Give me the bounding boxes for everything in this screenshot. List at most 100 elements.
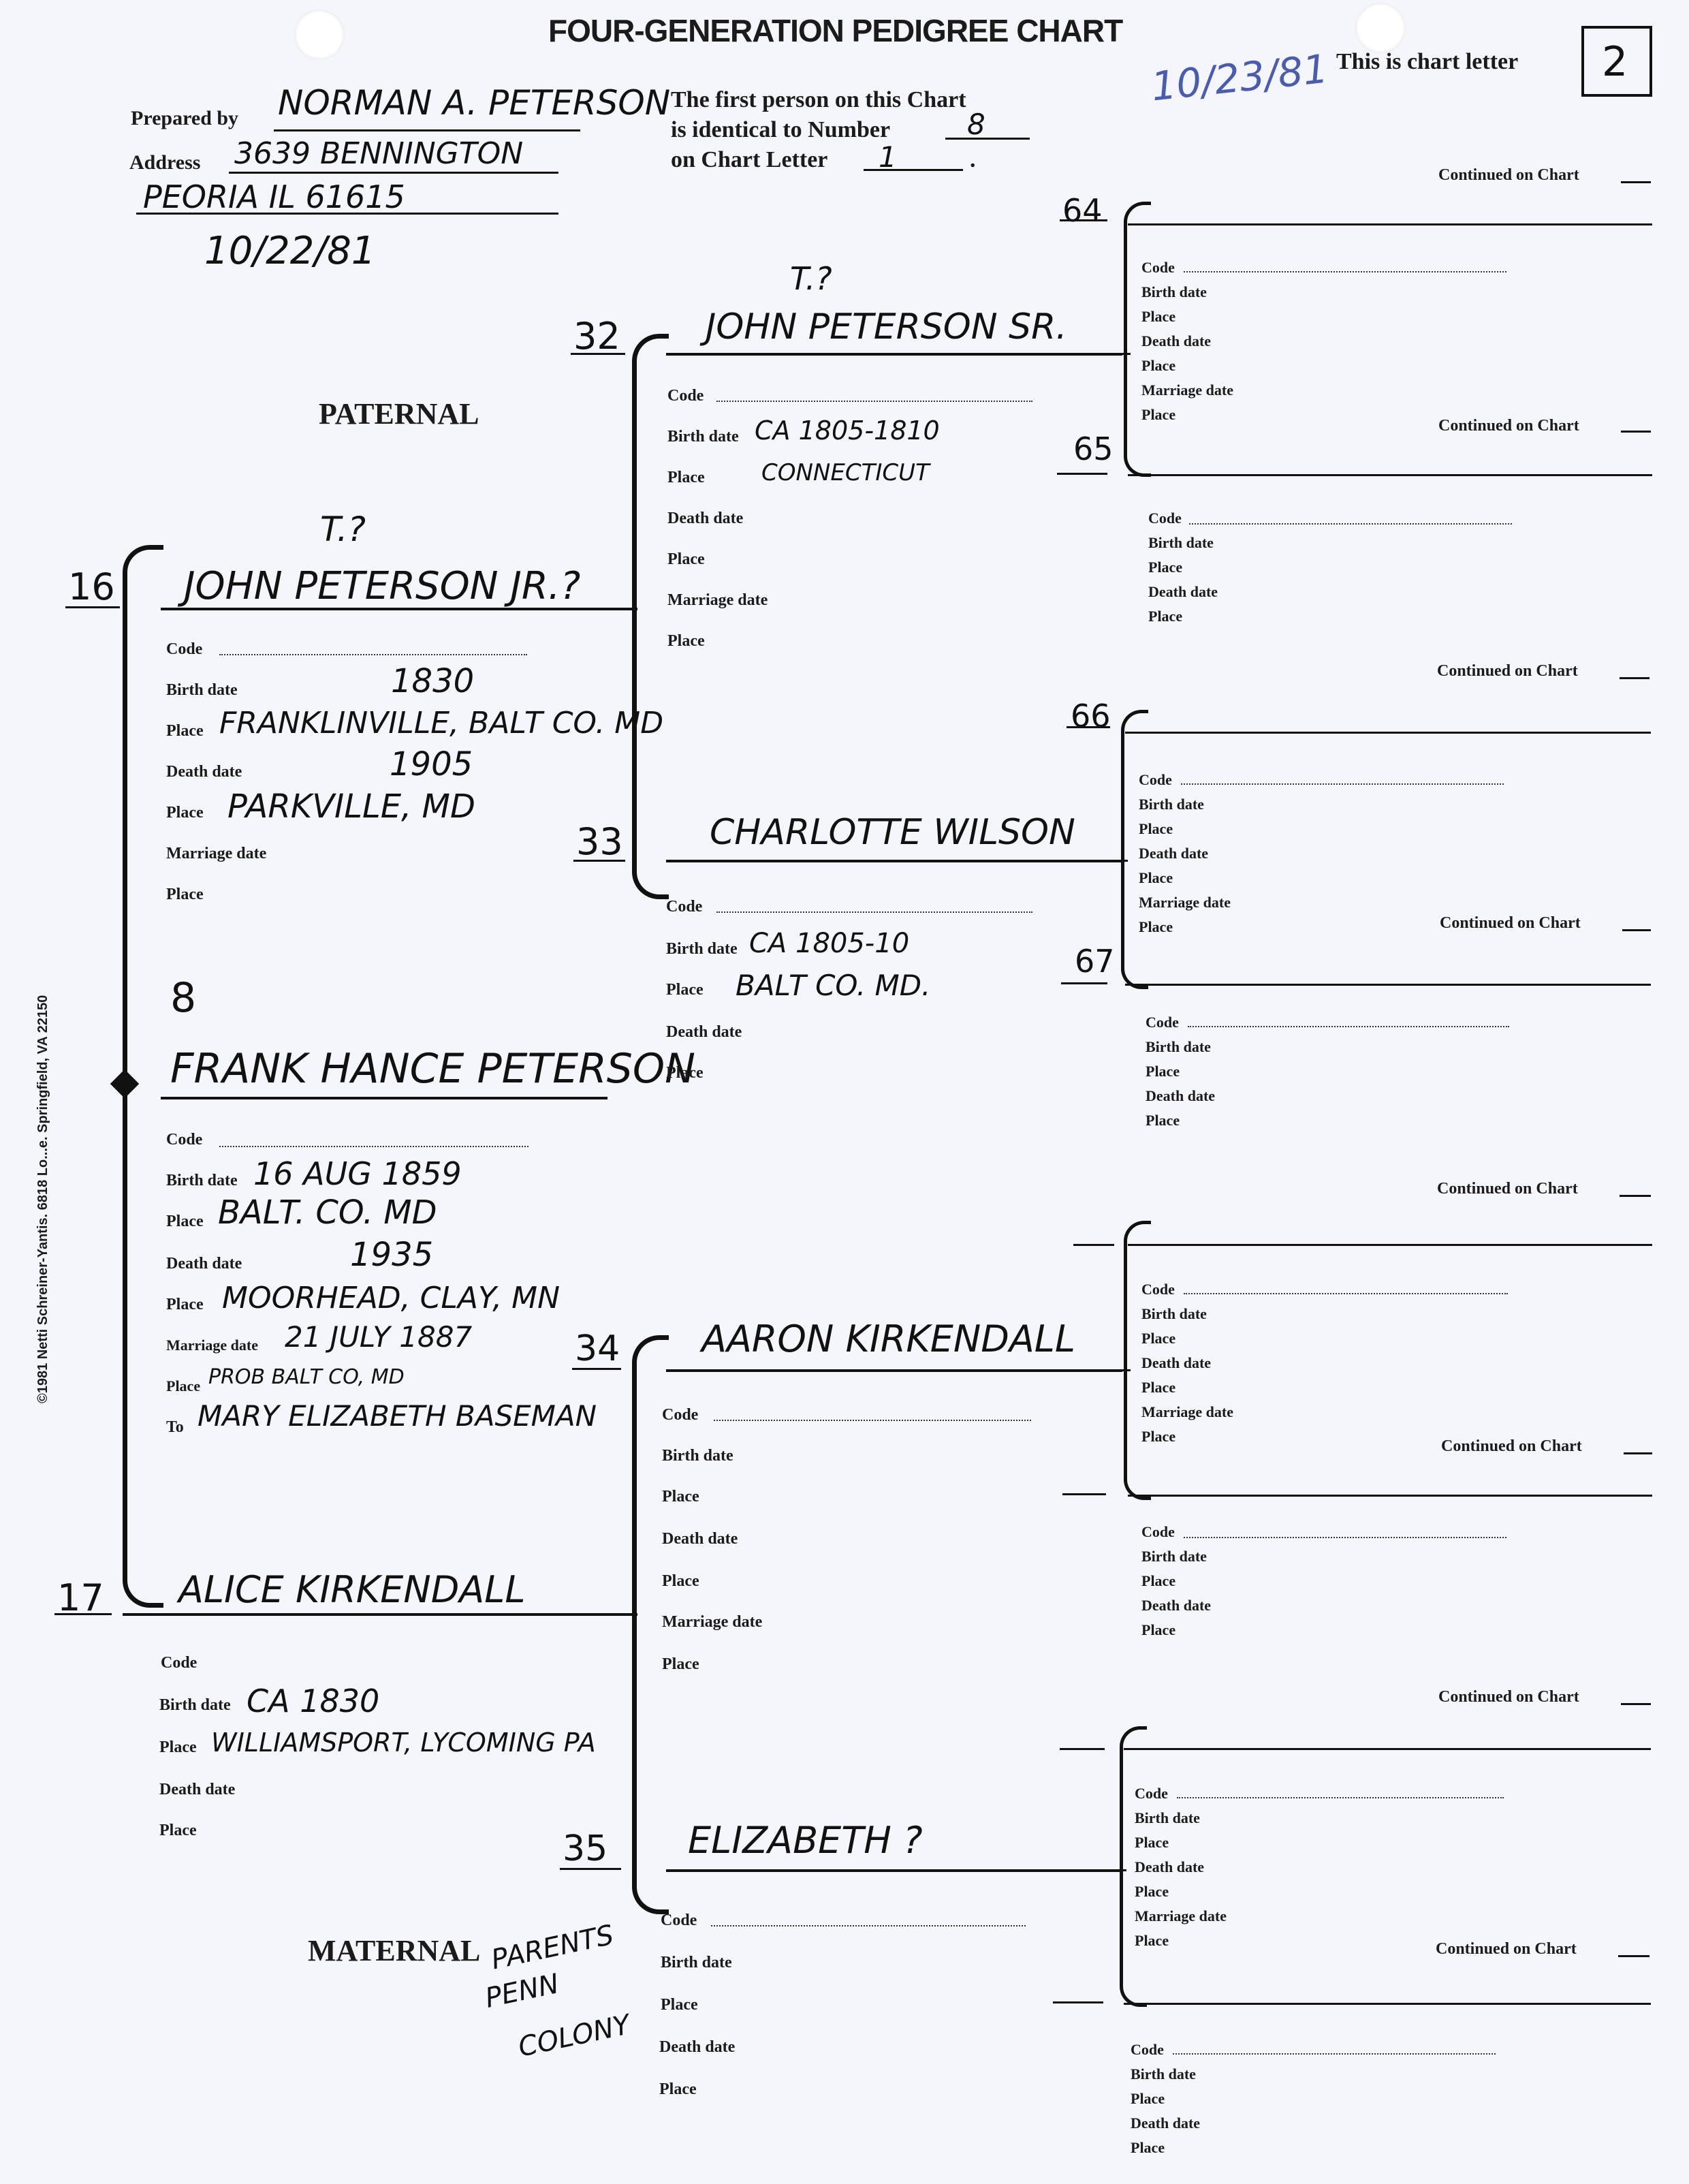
person16-name-line — [161, 608, 637, 610]
continued-67-line[interactable] — [1622, 929, 1651, 931]
person16-death-date[interactable]: 1905 — [390, 745, 473, 783]
g67-death-date-label: Death date — [1146, 1087, 1216, 1104]
g67-death-place-label: Place — [1146, 1112, 1180, 1129]
person8-marriage-place[interactable]: PROB BALT CO, MD — [208, 1365, 405, 1389]
g69-code-line[interactable] — [1184, 1537, 1506, 1538]
person16-death-place-label: Place — [166, 804, 204, 822]
chart-letter-box — [1581, 26, 1652, 97]
person32-code-label: Code — [667, 387, 704, 405]
person35-name-line — [666, 1869, 1122, 1872]
address-line-2-value[interactable]: PEORIA IL 61615 — [143, 178, 405, 215]
person8-marriage-place-label: Place — [166, 1377, 201, 1394]
g70-code-line[interactable] — [1177, 1797, 1504, 1798]
punch-hole-right — [1355, 3, 1406, 53]
g66-death-date-label: Death date — [1139, 845, 1209, 862]
person17-number: 17 — [57, 1576, 104, 1619]
address-line-1-value[interactable]: 3639 BENNINGTON — [234, 136, 524, 171]
person8-to-label: To — [166, 1418, 184, 1436]
g67-birth-place-label: Place — [1146, 1063, 1180, 1080]
continued-64-line[interactable] — [1621, 181, 1651, 183]
first-person-number[interactable]: 8 — [967, 108, 985, 141]
person33-birth-place[interactable]: BALT CO. MD. — [736, 969, 931, 1002]
person35-code-line[interactable] — [711, 1925, 1026, 1926]
continued-70-line[interactable] — [1621, 1703, 1651, 1705]
person33-birth-date[interactable]: CA 1805-10 — [749, 928, 910, 959]
person16-birth-place[interactable]: FRANKLINVILLE, BALT CO. MD — [219, 706, 664, 740]
address-line-2 — [136, 213, 558, 215]
g70-death-place-label: Place — [1135, 1883, 1169, 1900]
g65-birth-place-label: Place — [1148, 559, 1183, 576]
person8-name[interactable]: FRANK HANCE PETERSON — [170, 1045, 696, 1093]
person8-spouse[interactable]: MARY ELIZABETH BASEMAN — [198, 1399, 597, 1433]
person16-code-line[interactable] — [219, 654, 527, 655]
first-person-line-1: The first person on this Chart — [671, 87, 966, 112]
continued-65-line[interactable] — [1621, 431, 1651, 433]
person34-code-label: Code — [662, 1406, 699, 1424]
person33-name[interactable]: CHARLOTTE WILSON — [710, 812, 1075, 853]
g65-death-place-label: Place — [1148, 608, 1183, 625]
person8-birth-place[interactable]: BALT. CO. MD — [218, 1194, 437, 1232]
person32-code-line[interactable] — [716, 401, 1032, 402]
person17-birth-place[interactable]: WILLIAMSPORT, LYCOMING PA — [211, 1728, 596, 1758]
person17-birth-date[interactable]: CA 1830 — [247, 1683, 380, 1719]
first-person-letter-line — [864, 169, 963, 171]
person8-death-place[interactable]: MOORHEAD, CLAY, MN — [222, 1281, 561, 1315]
continued-71-line[interactable] — [1618, 1955, 1649, 1957]
person32-name[interactable]: JOHN PETERSON SR. — [706, 307, 1067, 347]
g66-code-line[interactable] — [1181, 783, 1504, 785]
continued-66-label: Continued on Chart — [1437, 662, 1578, 680]
continued-66-line[interactable] — [1620, 677, 1649, 679]
person33-number: 33 — [576, 820, 623, 863]
g71-code-line[interactable] — [1173, 2053, 1496, 2055]
person8-marriage-date[interactable]: 21 JULY 1887 — [285, 1320, 473, 1354]
g69-code-label: Code — [1141, 1523, 1175, 1540]
person35-birth-place-label: Place — [661, 1996, 698, 2014]
person16-name[interactable]: JOHN PETERSON JR.? — [184, 564, 581, 608]
person8-code-line[interactable] — [219, 1146, 528, 1147]
g67-birth-date-label: Birth date — [1146, 1038, 1211, 1055]
person8-death-date[interactable]: 1935 — [350, 1236, 434, 1274]
g68-code-line[interactable] — [1184, 1293, 1508, 1294]
person8-birth-date[interactable]: 16 AUG 1859 — [253, 1155, 462, 1192]
person17-name[interactable]: ALICE KIRKENDALL — [178, 1568, 526, 1611]
num-69-line — [1062, 1493, 1106, 1495]
continued-64-label: Continued on Chart — [1438, 166, 1579, 184]
g66-marriage-date-label: Marriage date — [1139, 894, 1231, 911]
continued-68-line[interactable] — [1620, 1195, 1651, 1197]
person35-name[interactable]: ELIZABETH ? — [688, 1819, 923, 1862]
person32-marriage-date-label: Marriage date — [667, 591, 768, 609]
person17-number-line — [54, 1613, 112, 1615]
first-person-number-line — [945, 138, 1030, 140]
continued-69-line[interactable] — [1624, 1452, 1652, 1454]
person32-birth-date[interactable]: CA 1805-1810 — [755, 416, 940, 446]
person16-birth-date[interactable]: 1830 — [391, 662, 475, 700]
g64-death-place-label: Place — [1141, 357, 1176, 374]
person34-birth-place-label: Place — [662, 1488, 699, 1506]
bracket-70-71 — [1120, 1726, 1147, 2007]
g67-code-line[interactable] — [1188, 1026, 1509, 1027]
bracket-68-69 — [1124, 1221, 1151, 1500]
chart-letter-value[interactable]: 2 — [1602, 38, 1628, 86]
g65-code-label: Code — [1148, 510, 1182, 527]
person17-death-place-label: Place — [159, 1822, 197, 1839]
chart-letter-label: This is chart letter — [1336, 49, 1519, 74]
person8-birth-place-label: Place — [166, 1213, 204, 1230]
first-person-letter[interactable]: 1 — [879, 140, 897, 174]
person34-name-line — [666, 1369, 1122, 1372]
g70-code-label: Code — [1135, 1785, 1168, 1802]
g64-code-line[interactable] — [1184, 271, 1506, 272]
g65-code-line[interactable] — [1189, 523, 1512, 525]
prepared-by-value[interactable]: NORMAN A. PETERSON — [278, 83, 671, 123]
period: . — [970, 147, 976, 172]
person34-code-line[interactable] — [714, 1420, 1031, 1421]
person33-birth-date-label: Birth date — [666, 940, 738, 958]
person34-name[interactable]: AARON KIRKENDALL — [701, 1317, 1075, 1360]
person32-birth-place[interactable]: CONNECTICUT — [761, 459, 930, 486]
person33-death-date-label: Death date — [666, 1023, 742, 1041]
first-person-line-3: on Chart Letter — [671, 147, 828, 172]
continued-71-label: Continued on Chart — [1436, 1940, 1577, 1958]
g64-birth-place-label: Place — [1141, 308, 1176, 325]
person16-death-place[interactable]: PARKVILLE, MD — [227, 787, 475, 826]
g68-death-date-label: Death date — [1141, 1354, 1212, 1371]
person33-code-line[interactable] — [716, 911, 1032, 913]
